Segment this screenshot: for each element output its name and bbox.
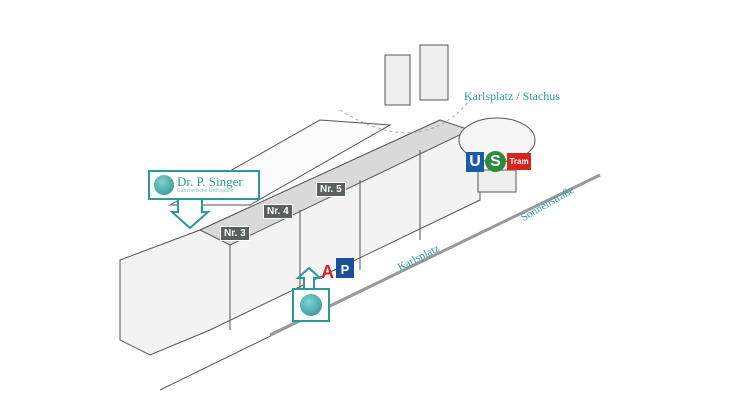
tower-left [384,54,411,106]
tower-right [419,44,449,101]
parking-icon: P [336,258,354,278]
practice-entrance-pin[interactable] [292,288,330,322]
s-bahn-icon: S [485,151,506,172]
pharmacy-icon: A [321,262,334,282]
practice-subtitle: Ganzheitliche Orthopädie [177,188,234,194]
callout-arrow [169,196,211,230]
practice-logo-icon [154,175,174,195]
building-nr-4: Nr. 4 [263,204,293,219]
practice-logo-icon [300,294,322,316]
u-bahn-icon: U [466,152,484,172]
building-nr-5: Nr. 5 [316,182,346,197]
practice-name: Dr. P. Singer [177,174,243,189]
label-karlsplatz-stachus: Karlsplatz / Stachus [464,89,560,103]
building-nr-3: Nr. 3 [220,226,250,241]
tram-icon: Tram [507,153,531,170]
pin-arrow [295,266,323,288]
practice-callout[interactable]: Dr. P. Singer Ganzheitliche Orthopädie [148,170,260,200]
